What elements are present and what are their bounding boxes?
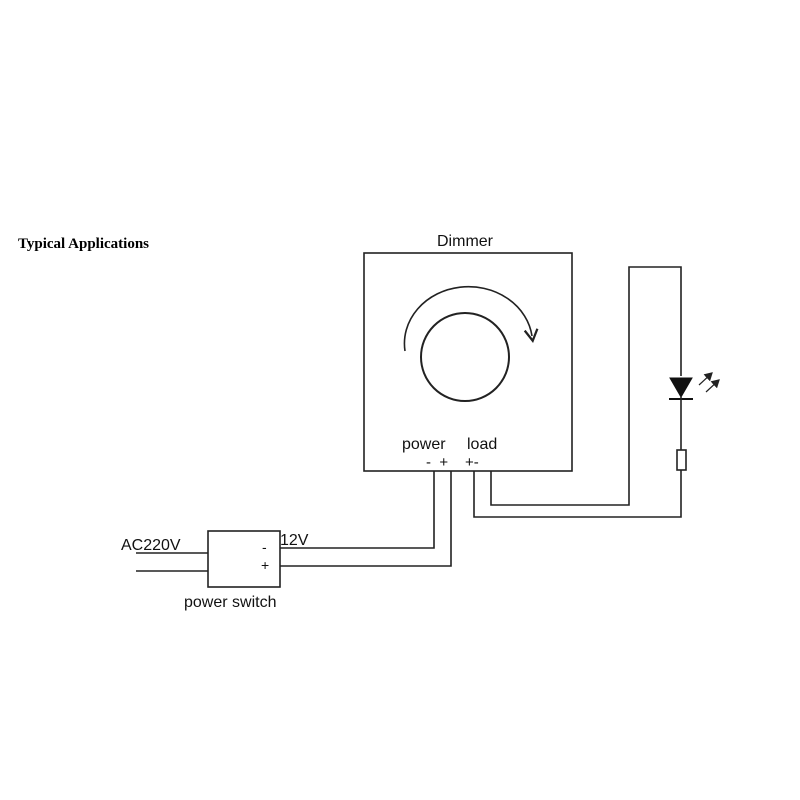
dc-positive-wire [280, 471, 452, 567]
load-positive-wire [473, 470, 682, 518]
dc-negative-wire [280, 471, 435, 549]
power-label: power [402, 436, 446, 453]
led-diode-icon [669, 372, 720, 450]
dimmer-box [363, 252, 573, 472]
load-negative-wire [490, 266, 682, 506]
section-title: Typical Applications [18, 236, 149, 252]
rotation-arrow-icon [403, 285, 539, 352]
dimmer-knob-icon [420, 312, 510, 402]
dimmer-title: Dimmer [437, 233, 494, 250]
switch-minus-terminal: - [262, 539, 267, 555]
load-label: load [467, 436, 497, 453]
power-switch-label: power switch [184, 594, 276, 611]
power-switch-unit: - + AC220V 12V power switch [121, 530, 309, 611]
dimmer-unit: Dimmer power - + load +- [363, 233, 573, 472]
power-switch-box [207, 530, 281, 588]
power-polarity: - + [426, 454, 448, 471]
load-polarity: +- [465, 454, 479, 471]
switch-plus-terminal: + [261, 557, 269, 573]
dc-output-label: 12V [280, 532, 309, 549]
ac-input-label: AC220V [121, 537, 181, 554]
resistor-icon [676, 449, 687, 471]
